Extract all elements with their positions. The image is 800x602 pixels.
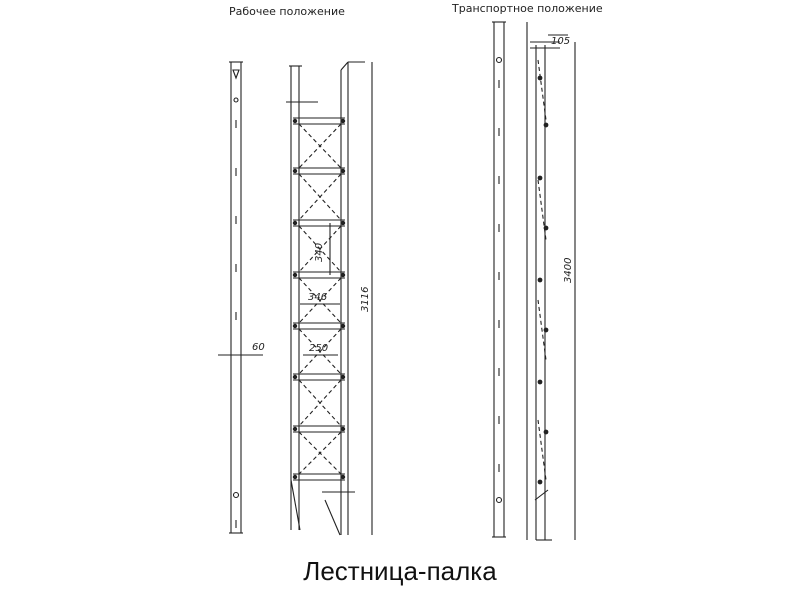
dimension-346: 346	[308, 292, 327, 303]
working-ladder-view	[286, 61, 373, 536]
dimension-105: 105	[551, 36, 570, 47]
working-pole-side-view	[218, 61, 263, 534]
ladder-rungs	[293, 117, 345, 481]
transport-ladder-view	[526, 22, 576, 541]
working-position-label: Рабочее положение	[229, 5, 345, 18]
caption-title: Лестница-палка	[303, 556, 497, 586]
dimension-340: 340	[314, 243, 325, 262]
rung-bolts	[292, 118, 346, 480]
dimension-3400: 3400	[563, 258, 574, 283]
hidden-brace-lines	[298, 123, 342, 475]
transport-pole-side-view	[492, 21, 506, 538]
dimension-60: 60	[252, 342, 265, 353]
transport-position-label: Транспортное положение	[452, 2, 603, 15]
dimension-3116: 3116	[360, 287, 371, 312]
dimension-250: 250	[309, 343, 328, 354]
